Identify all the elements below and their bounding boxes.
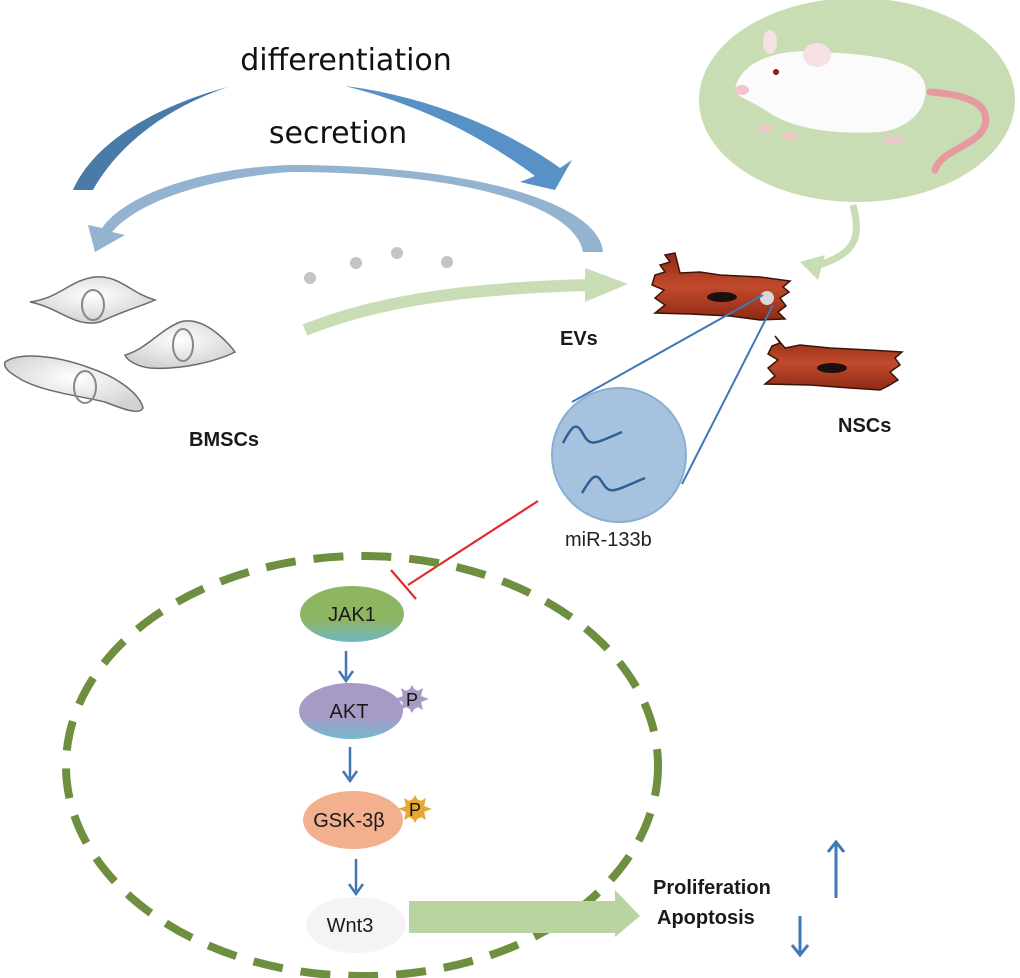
mouse-body <box>735 51 926 133</box>
nsc-nucleus <box>817 363 847 373</box>
signal-arrow <box>347 859 365 897</box>
mouse-tail <box>926 88 990 174</box>
bmsc-cell <box>29 276 158 324</box>
node-wnt3: Wnt3 <box>306 897 406 953</box>
ev-dot <box>350 257 362 269</box>
mouse-foot <box>883 137 903 143</box>
node-wnt3-label: Wnt3 <box>327 915 374 937</box>
outcome-arrow <box>409 890 640 937</box>
mouse-ear <box>803 43 831 67</box>
down-arrow-icon <box>790 916 810 958</box>
phospho-akt-label: P <box>406 690 418 710</box>
mouse-ear <box>763 30 777 54</box>
bmsc-cells <box>3 276 237 413</box>
bmscs-label: BMSCs <box>189 429 259 451</box>
ev-dot <box>304 272 316 284</box>
node-gsk3b: GSK-3β <box>303 791 403 849</box>
up-arrow-icon <box>826 839 846 898</box>
signal-arrow <box>341 747 359 784</box>
differentiation-label: differentiation <box>240 43 452 78</box>
mouse-foot <box>782 133 798 139</box>
node-jak1: JAK1 <box>300 586 404 642</box>
zoom-line <box>681 304 774 485</box>
proliferation-label: Proliferation <box>653 877 771 899</box>
mouse-eye <box>773 69 779 75</box>
secretion-label: secretion <box>269 116 407 151</box>
bmsc-cell <box>123 320 237 370</box>
vesicle <box>551 387 687 523</box>
ev-dot <box>441 256 453 268</box>
nscs-label: NSCs <box>838 415 891 437</box>
mirna-strand <box>580 475 646 494</box>
node-jak1-label: JAK1 <box>328 604 376 626</box>
differentiation-arrow <box>73 86 572 190</box>
node-gsk3b-label: GSK-3β <box>313 810 385 832</box>
mouse-nose <box>735 85 749 95</box>
secretion-arrow <box>88 165 603 252</box>
mirna-label: miR-133b <box>565 529 652 551</box>
mouse-to-nsc-arrow <box>800 204 860 280</box>
phospho-gsk3b-label: P <box>409 800 421 820</box>
mouse-illustration <box>699 0 1015 202</box>
evs-label: EVs <box>560 328 598 350</box>
ev-in-nsc <box>760 291 774 305</box>
ev-transfer-arrow <box>302 268 628 336</box>
node-akt-label: AKT <box>330 701 369 723</box>
nsc-cell-top <box>651 252 792 321</box>
nsc-nucleus <box>707 292 737 302</box>
ev-dot <box>391 247 403 259</box>
phospho-icon: P <box>398 795 432 823</box>
signal-arrow <box>337 651 355 684</box>
phospho-icon: P <box>395 685 429 713</box>
nsc-cell-bottom <box>762 335 904 391</box>
zoom-line <box>571 294 764 403</box>
mirna-strand <box>561 425 623 444</box>
bmsc-cell <box>3 355 144 413</box>
mouse-foot <box>757 125 773 131</box>
cell-membrane <box>62 552 662 978</box>
ev-particles <box>304 247 453 284</box>
apoptosis-label: Apoptosis <box>657 907 755 929</box>
node-akt: AKT <box>299 683 403 739</box>
inhibition-arrow <box>390 500 539 600</box>
